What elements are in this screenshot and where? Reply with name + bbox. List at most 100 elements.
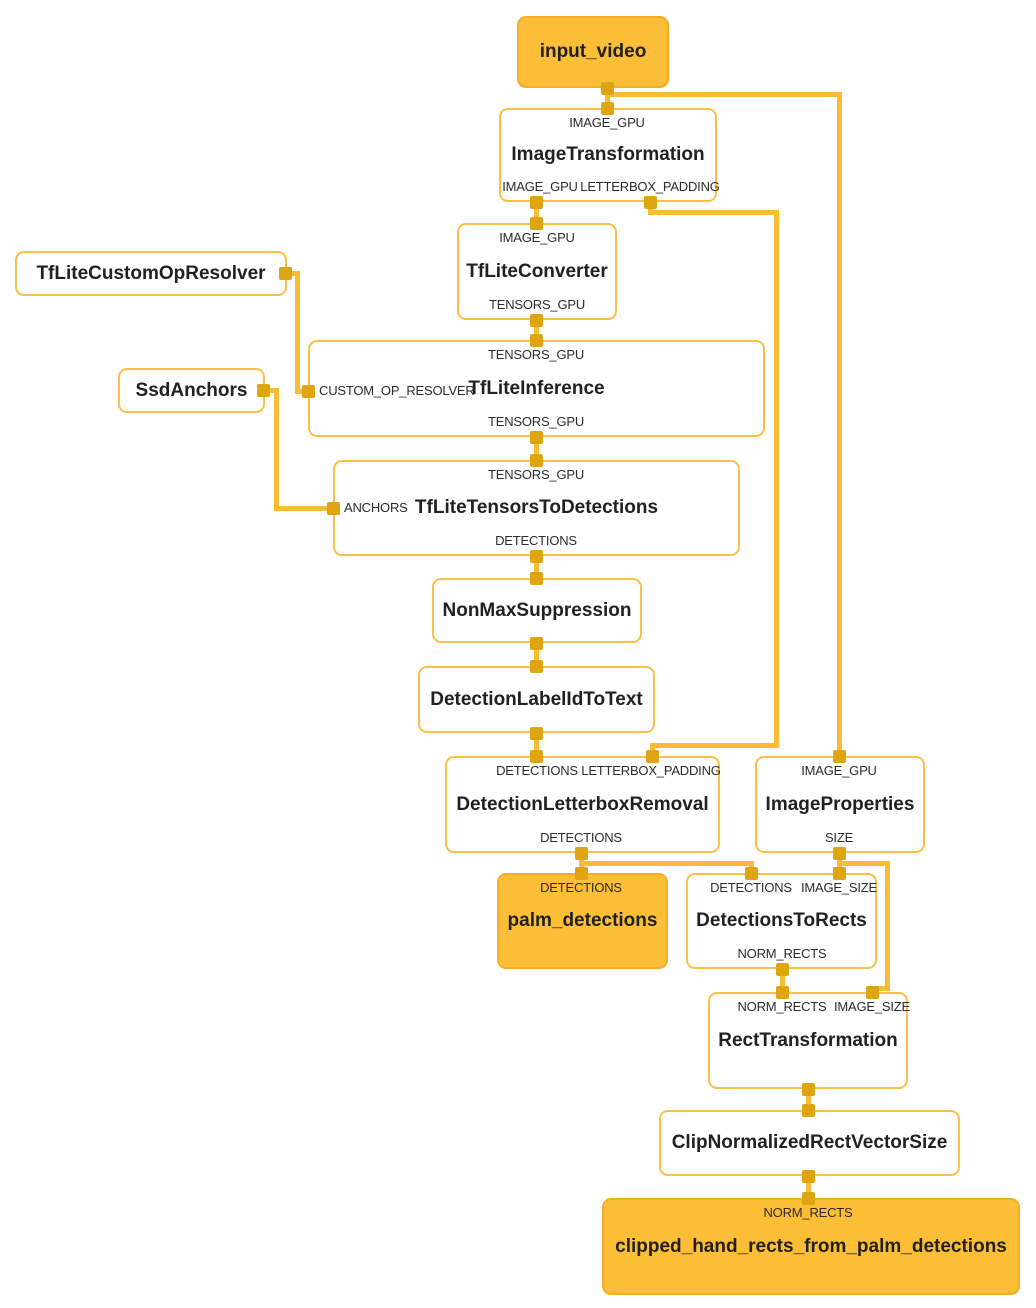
node-DetectionLetterboxRemoval[interactable]: DetectionLetterboxRemoval [445,756,720,853]
edge-segment [604,91,842,97]
port-connector [600,81,614,95]
edge-segment [533,640,539,669]
port-connector [832,866,846,880]
port-connector [832,846,846,860]
port-label: TENSORS_GPU [487,414,585,429]
edge-segment [647,209,779,215]
port-connector [600,101,614,115]
edge-segment [884,860,890,991]
edge-segment [294,270,300,394]
node-title: TfLiteTensorsToDetections [414,497,659,518]
port-label: TENSORS_GPU [488,297,586,312]
port-connector [529,636,543,650]
port-connector [643,195,657,209]
port-label: IMAGE_GPU [569,115,645,130]
port-connector [529,195,543,209]
port-label: TENSORS_GPU [487,347,585,362]
port-connector [801,1103,815,1117]
port-label: IMAGE_GPU [499,230,575,245]
port-connector [529,430,543,444]
port-connector [529,453,543,467]
edge-segment [649,742,779,748]
node-title: DetectionsToRects [696,910,867,931]
edge-segment [604,85,610,111]
port-connector [775,962,789,976]
node-title: TfLiteCustomOpResolver [36,262,266,284]
port-connector [529,659,543,673]
port-label: DETECTIONS [495,533,577,548]
port-connector [645,749,659,763]
port-label: LETTERBOX_PADDING [580,179,720,194]
edge-segment [773,209,779,748]
port-label: IMAGE_SIZE [833,999,911,1014]
edge-segment [805,1086,811,1113]
port-connector [529,571,543,585]
edge-segment [533,553,539,581]
port-label: NORM_RECTS [763,1205,853,1220]
port-connector [801,1191,815,1205]
port-connector [865,985,879,999]
port-connector [775,985,789,999]
edge-segment [779,966,785,995]
port-connector [801,1169,815,1183]
port-label: TENSORS_GPU [487,467,585,482]
port-label: DETECTIONS [540,830,622,845]
port-connector [326,501,340,515]
node-SsdAnchors[interactable]: SsdAnchors [118,368,265,413]
port-label: NORM_RECTS [737,999,827,1014]
node-title: palm_detections [507,910,658,931]
port-connector [529,216,543,230]
node-ClipNormalizedRectVectorSize[interactable]: ClipNormalizedRectVectorSize [659,1110,960,1176]
node-title: ClipNormalizedRectVectorSize [671,1132,948,1153]
port-connector [301,384,315,398]
port-label: SIZE [824,830,854,845]
port-connector [744,866,758,880]
edge-segment [836,91,842,759]
edge-segment [260,387,279,393]
port-label: DETECTIONS [540,880,622,895]
port-connector [529,549,543,563]
node-title: NonMaxSuppression [442,599,632,621]
edge-segment [805,1173,811,1201]
node-title: SsdAnchors [135,379,248,401]
node-palm_detections[interactable]: palm_detections [497,873,668,969]
port-connector [529,749,543,763]
port-label: IMAGE_GPU [801,763,877,778]
edge-segment [273,387,279,511]
node-RectTransformation[interactable]: RectTransformation [708,992,908,1089]
node-NonMaxSuppression[interactable]: NonMaxSuppression [432,578,642,643]
port-connector [832,749,846,763]
node-title: input_video [539,41,647,62]
node-title: ImageTransformation [511,144,705,165]
node-title: ImageProperties [765,793,915,815]
node-DetectionLabelIdToText[interactable]: DetectionLabelIdToText [418,666,655,733]
port-label: NORM_RECTS [737,946,827,961]
port-connector [529,333,543,347]
edge-segment [578,860,754,866]
port-connector [278,266,292,280]
port-label: IMAGE_GPU [502,179,578,194]
port-label: LETTERBOX_PADDING [581,763,721,778]
edge-segment [273,505,336,511]
node-TfLiteCustomOpResolver[interactable]: TfLiteCustomOpResolver [15,251,287,296]
port-connector [256,383,270,397]
port-label: DETECTIONS [710,880,792,895]
edge-segment [869,985,890,991]
edge-segment [533,199,539,226]
node-title: DetectionLabelIdToText [430,688,643,710]
edge-segment [533,317,539,343]
node-TfLiteConverter[interactable]: TfLiteConverter [457,223,617,320]
port-label: ANCHORS [344,500,408,515]
node-DetectionsToRects[interactable]: DetectionsToRects [686,873,877,969]
port-connector [574,846,588,860]
node-title: TfLiteConverter [466,260,608,282]
port-label: CUSTOM_OP_RESOLVER [319,383,475,398]
port-connector [529,726,543,740]
port-connector [574,866,588,880]
node-input_video[interactable]: input_video [517,16,669,88]
edge-segment [533,730,539,759]
port-connector [801,1082,815,1096]
node-title: RectTransformation [718,1029,898,1051]
port-label: DETECTIONS [496,763,578,778]
